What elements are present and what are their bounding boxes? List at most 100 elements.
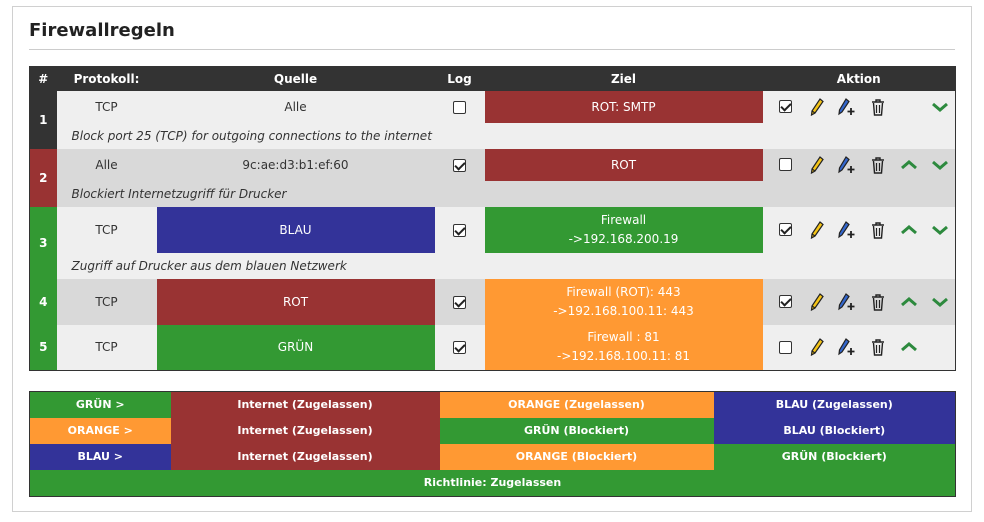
pencil-icon — [810, 97, 824, 116]
chevron-down-icon — [931, 102, 948, 112]
policy-legend-table: GRÜN > Internet (Zugelassen) Internet (Z… — [29, 391, 956, 497]
rule-actions — [762, 278, 956, 325]
policy-internet-orange: Internet (Zugelassen) — [237, 424, 373, 437]
toggle-enabled-checkbox[interactable] — [771, 291, 802, 313]
move-down-button[interactable] — [924, 291, 955, 313]
table-header: # Protokoll: Quelle Log Ziel Aktion — [29, 66, 956, 91]
checkbox-icon — [779, 223, 793, 236]
header-num: # — [29, 66, 57, 91]
rule-dest: ROT: SMTP — [484, 90, 763, 123]
dest-line-1: Firewall — [600, 212, 647, 227]
rule-source: BLAU — [156, 206, 435, 253]
table-row: 3 TCP BLAU Firewall ->192.168.200.19 — [29, 206, 956, 279]
rule-source: ROT — [156, 278, 435, 325]
edit-button[interactable] — [801, 336, 832, 358]
edit-button[interactable] — [801, 291, 832, 313]
rule-log — [434, 324, 485, 371]
rule-number: 1 — [29, 90, 57, 149]
move-down-button[interactable] — [924, 219, 955, 241]
trash-icon — [872, 221, 885, 239]
policy-cell: ORANGE (Blockiert) — [439, 443, 714, 470]
remark-row: Zugriff auf Drucker aus dem blauen Netzw… — [30, 252, 956, 279]
toggle-enabled-checkbox[interactable] — [771, 336, 802, 358]
rule-log — [434, 148, 485, 181]
delete-button[interactable] — [863, 291, 894, 313]
delete-button[interactable] — [863, 219, 894, 241]
log-checkbox-icon — [453, 295, 466, 309]
copy-button[interactable] — [832, 154, 863, 176]
delete-button[interactable] — [863, 336, 894, 358]
trash-icon — [872, 98, 885, 116]
move-down-button — [924, 336, 955, 358]
pencil-icon — [810, 220, 824, 239]
rule-actions — [762, 206, 956, 253]
copy-button[interactable] — [832, 219, 863, 241]
rule-source: Alle — [156, 90, 435, 123]
rule-actions — [762, 90, 956, 123]
rule-protocol: TCP — [56, 90, 157, 123]
chevron-up-icon — [900, 342, 917, 352]
header-source: Quelle — [156, 66, 435, 91]
rule-source: GRÜN — [156, 324, 435, 371]
policy-internet: Internet (Zugelassen) Internet (Zugelass… — [170, 391, 440, 470]
copy-button[interactable] — [832, 96, 863, 118]
policy-cell: BLAU (Zugelassen) — [713, 391, 956, 418]
rule-remark: Block port 25 (TCP) for outgoing connect… — [56, 122, 956, 149]
move-up-button[interactable] — [894, 219, 925, 241]
table-row: 5 TCP GRÜN Firewall : 81 ->192.168.100.1… — [29, 324, 956, 371]
title-divider — [29, 49, 955, 50]
toggle-enabled-checkbox[interactable] — [771, 219, 802, 241]
edit-button[interactable] — [801, 96, 832, 118]
policy-zone-green: GRÜN > — [29, 391, 171, 418]
chevron-up-icon — [900, 224, 917, 234]
delete-button[interactable] — [863, 154, 894, 176]
policy-row: ORANGE > GRÜN (Blockiert) BLAU (Blockier… — [29, 417, 956, 444]
edit-button[interactable] — [801, 219, 832, 241]
checkbox-icon — [779, 295, 793, 308]
copy-button[interactable] — [832, 336, 863, 358]
dest-line-1: Firewall (ROT): 443 — [566, 284, 681, 299]
copy-add-icon — [838, 338, 855, 356]
header-protocol: Protokoll: — [56, 66, 157, 91]
log-checkbox-icon — [453, 341, 466, 355]
policy-internet-green: Internet (Zugelassen) — [237, 398, 373, 411]
header-action: Aktion — [762, 66, 956, 91]
rule-actions — [762, 324, 956, 371]
move-up-button[interactable] — [894, 291, 925, 313]
toggle-enabled-checkbox[interactable] — [771, 96, 802, 118]
remark-row: Block port 25 (TCP) for outgoing connect… — [30, 122, 956, 149]
rule-dest: Firewall : 81 ->192.168.100.11: 81 — [484, 324, 763, 371]
rule-protocol: TCP — [56, 324, 157, 371]
content-box — [12, 6, 972, 512]
delete-button[interactable] — [863, 96, 894, 118]
pencil-icon — [810, 338, 824, 357]
trash-icon — [872, 156, 885, 174]
move-down-button[interactable] — [924, 96, 955, 118]
rule-remark: Blockiert Internetzugriff für Drucker — [56, 180, 956, 207]
rule-number: 5 — [29, 324, 57, 371]
edit-button[interactable] — [801, 154, 832, 176]
chevron-down-icon — [931, 297, 948, 307]
checkbox-icon — [779, 100, 793, 113]
move-up-button[interactable] — [894, 154, 925, 176]
checkbox-icon — [779, 340, 793, 354]
rule-protocol: Alle — [56, 148, 157, 181]
copy-add-icon — [838, 220, 855, 238]
move-down-button[interactable] — [924, 154, 955, 176]
rule-log — [434, 90, 485, 123]
copy-add-icon — [838, 155, 855, 173]
rule-number: 3 — [29, 206, 57, 279]
rule-protocol: TCP — [56, 206, 157, 253]
move-up-button[interactable] — [894, 336, 925, 358]
table-row: 2 Alle 9c:ae:d3:b1:ef:60 ROT — [29, 148, 956, 207]
move-up-button — [894, 96, 925, 118]
policy-row: GRÜN > Internet (Zugelassen) Internet (Z… — [29, 391, 956, 470]
table-row: 1 TCP Alle ROT: SMTP — [29, 90, 956, 149]
chevron-up-icon — [900, 159, 917, 169]
toggle-enabled-checkbox[interactable] — [771, 154, 802, 176]
policy-row: BLAU > ORANGE (Blockiert) GRÜN (Blockier… — [29, 443, 956, 470]
rule-source: 9c:ae:d3:b1:ef:60 — [156, 148, 435, 181]
copy-button[interactable] — [832, 291, 863, 313]
policy-cell: BLAU (Blockiert) — [713, 417, 956, 444]
trash-icon — [872, 293, 885, 311]
